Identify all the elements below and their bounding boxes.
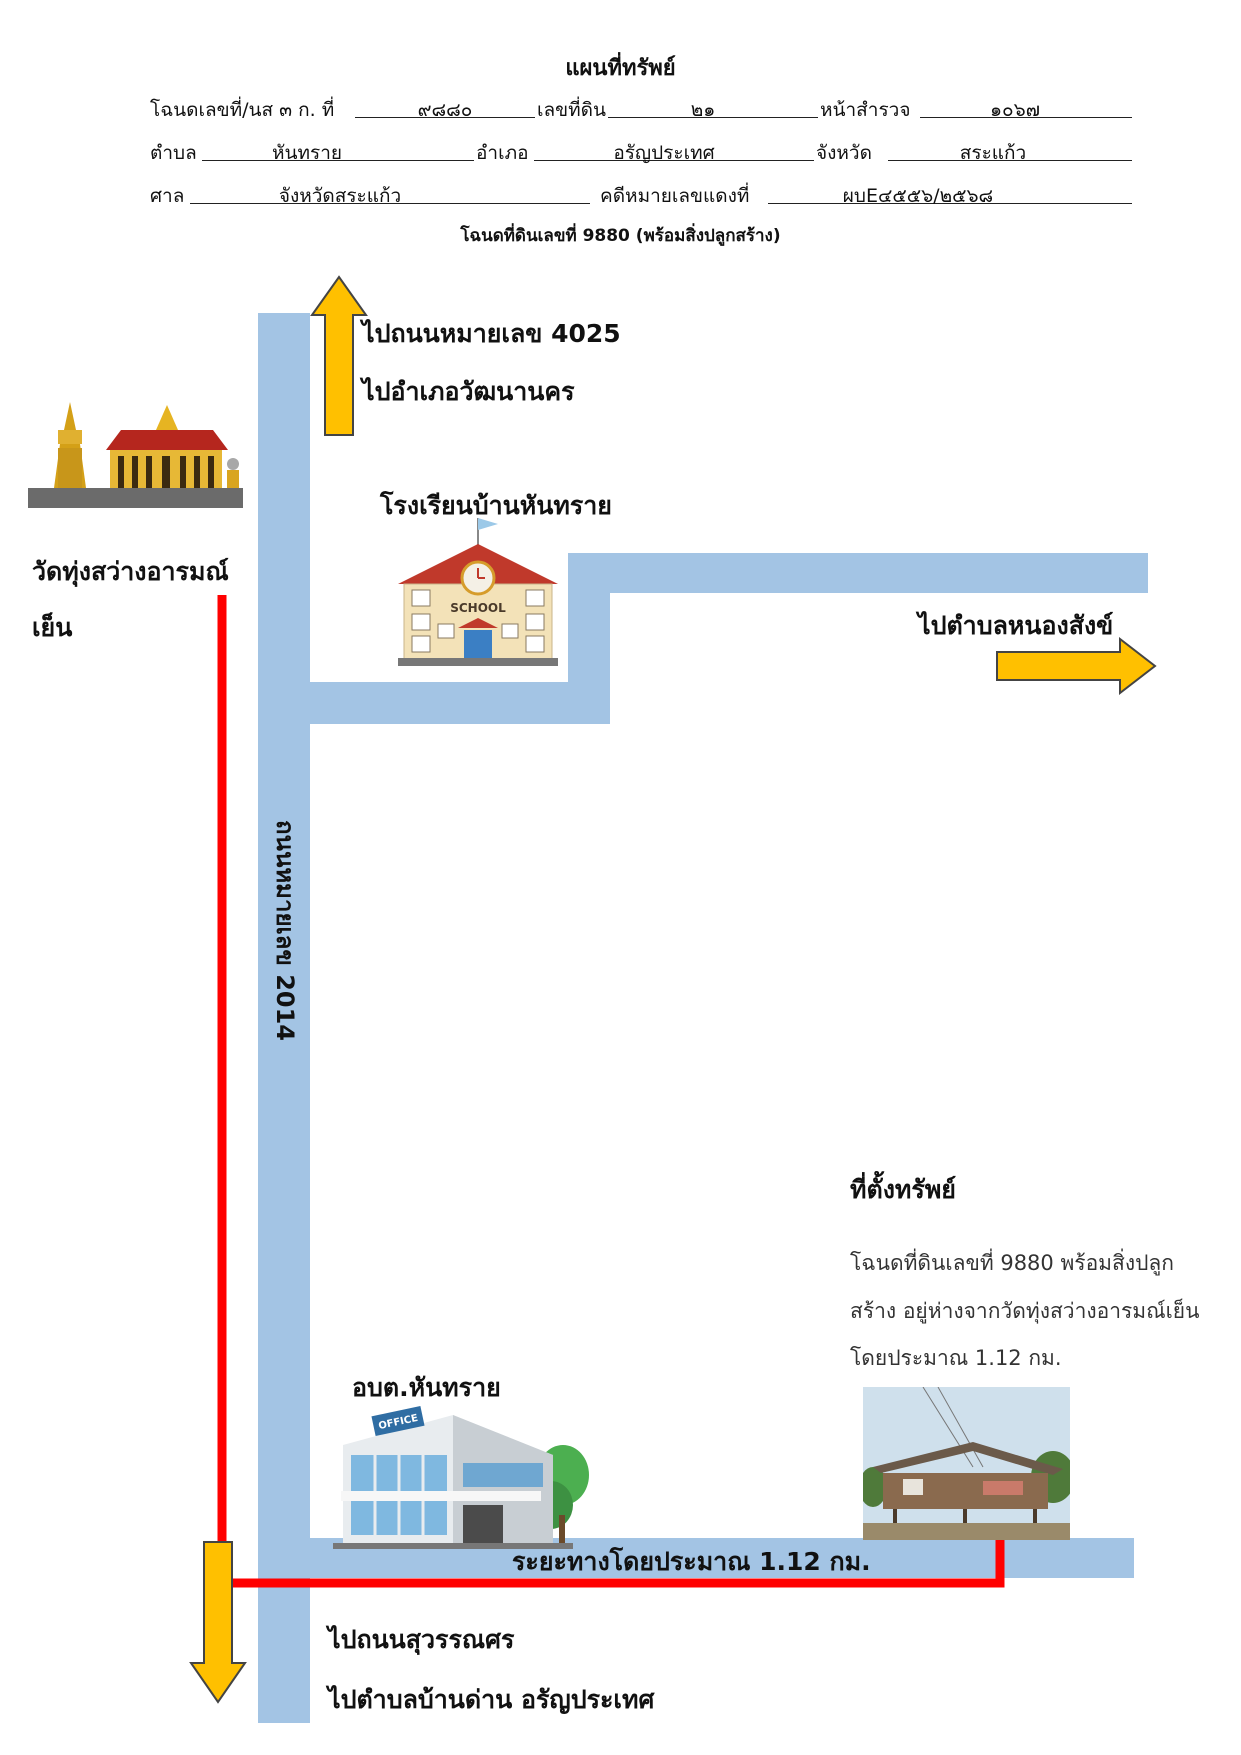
case-underline <box>768 203 1132 204</box>
province-underline <box>888 160 1132 161</box>
east-road <box>568 553 1148 593</box>
school-sign-text: SCHOOL <box>450 601 506 615</box>
district-label: อำเภอ <box>476 142 529 164</box>
north-destination-2: ไปอำเภอวัฒนานคร <box>362 377 575 406</box>
land-no-value: ๒๑ <box>690 99 716 121</box>
property-desc-line-3: โดยประมาณ 1.12 กม. <box>850 1346 1062 1370</box>
property-photo <box>863 1387 1070 1540</box>
temple-label-line-2: เย็น <box>32 613 73 642</box>
district-value: อรัญประเทศ <box>613 142 715 164</box>
school-road-horizontal <box>258 682 610 724</box>
case-label: คดีหมายเลขแดงที่ <box>600 185 750 207</box>
province-label: จังหวัด <box>816 142 872 164</box>
property-title: ที่ตั้งทรัพย์ <box>850 1175 956 1204</box>
land-no-label: เลขที่ดิน <box>537 99 606 121</box>
main-road-vertical <box>258 313 310 1723</box>
court-underline <box>190 203 590 204</box>
subdistrict-underline <box>202 160 474 161</box>
office-label: อบต.หันทราย <box>352 1373 501 1402</box>
south-destination-1: ไปถนนสุวรรณศร <box>328 1625 515 1654</box>
east-destination: ไปตำบลหนองสังข์ <box>918 611 1114 640</box>
school-label: โรงเรียนบ้านหันทราย <box>380 491 612 520</box>
route-line <box>217 595 1005 1588</box>
case-value: ผบE๔๕๕๖/๒๕๖๘ <box>842 185 994 207</box>
south-destination-2: ไปตำบลบ้านด่าน อรัญประเทศ <box>328 1685 655 1714</box>
property-desc-line-1: โฉนดที่ดินเลขที่ 9880 พร้อมสิ่งปลูก <box>850 1251 1175 1275</box>
court-value: จังหวัดสระแก้ว <box>278 185 402 207</box>
south-arrow-icon <box>189 1541 247 1704</box>
survey-page-value: ๑๐๖๗ <box>989 99 1040 121</box>
north-destination-1: ไปถนนหมายเลข 4025 <box>362 319 621 348</box>
subdistrict-label: ตำบล <box>150 142 197 164</box>
map-title: แผนที่ทรัพย์ <box>565 56 676 81</box>
land-no-underline <box>608 117 818 118</box>
distance-label: ระยะทางโดยประมาณ 1.12 กม. <box>512 1547 871 1576</box>
deed-label: โฉนดเลขที่/นส ๓ ก. ที่ <box>150 99 335 121</box>
deed-value: ๙๘๘๐ <box>417 99 473 121</box>
office-icon: OFFICE <box>333 1406 589 1549</box>
district-underline <box>534 160 814 161</box>
subdistrict-value: หันทราย <box>271 142 343 164</box>
property-desc-line-2: สร้าง อยู่ห่างจากวัดทุ่งสว่างอารมณ์เย็น <box>850 1299 1200 1323</box>
north-arrow-icon <box>310 275 368 436</box>
east-arrow-icon <box>996 637 1157 695</box>
deed-underline <box>355 117 535 118</box>
school-icon: SCHOOL <box>398 518 558 666</box>
survey-page-underline <box>920 117 1132 118</box>
temple-label-line-1: วัดทุ่งสว่างอารมณ์ <box>32 557 229 586</box>
temple-icon <box>28 402 243 508</box>
survey-page-label: หน้าสำรวจ <box>820 99 911 121</box>
province-value: สระแก้ว <box>959 142 1027 164</box>
court-label: ศาล <box>150 185 185 207</box>
deed-subtitle: โฉนดที่ดินเลขที่ 9880 (พร้อมสิ่งปลูกสร้า… <box>460 226 781 246</box>
